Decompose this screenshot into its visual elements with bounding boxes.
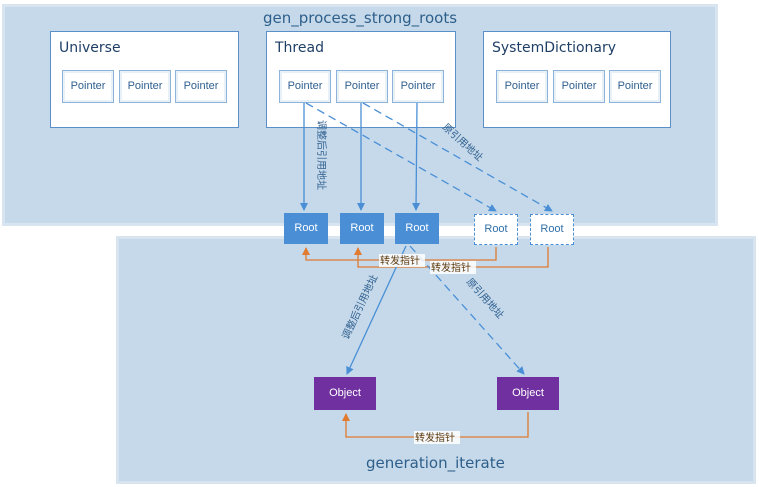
arrow-root3-object2: [409, 245, 525, 375]
system-dictionary-panel: SystemDictionary Pointer Pointer Pointer: [483, 31, 671, 128]
arrow-root3-object1: [346, 245, 407, 375]
system-dictionary-title: SystemDictionary: [492, 40, 617, 56]
arrow-pointer3-root3: [412, 102, 421, 211]
system-dictionary-pointer-1: Pointer: [496, 70, 548, 103]
system-dictionary-pointer-2: Pointer: [553, 70, 605, 103]
universe-pointer-2: Pointer: [119, 70, 171, 103]
label-original-ref-top: 原引用地址: [440, 121, 486, 164]
thread-panel: Thread Pointer Pointer Pointer: [266, 31, 456, 128]
arrow-pointer2-dashed-root2: [362, 102, 553, 212]
label-forward-pointer-3: 转发指针: [415, 431, 455, 444]
thread-pointer-3: Pointer: [392, 70, 444, 103]
thread-title: Thread: [275, 40, 324, 56]
label-forward-pointer-2: 转发指针: [431, 261, 471, 274]
top-region-label: gen_process_strong_roots: [263, 9, 458, 27]
dashed-root-1: Root: [474, 214, 518, 245]
thread-pointer-1: Pointer: [279, 70, 331, 103]
system-dictionary-pointer-3: Pointer: [609, 70, 661, 103]
arrow-pointer1-dashed-root1: [305, 102, 497, 212]
universe-panel: Universe Pointer Pointer Pointer: [50, 31, 239, 128]
universe-title: Universe: [59, 40, 121, 56]
dashed-root-2: Root: [530, 214, 574, 245]
label-forward-pointer-1: 转发指针: [380, 254, 420, 267]
label-adjusted-ref-bottom: 调整后引用地址: [339, 272, 380, 341]
object-2: Object: [497, 377, 559, 410]
universe-pointer-1: Pointer: [62, 70, 114, 103]
root-2: Root: [340, 213, 384, 244]
thread-pointer-2: Pointer: [336, 70, 388, 103]
bottom-region-label: generation_iterate: [366, 454, 505, 472]
label-adjusted-ref-top: 调整后引用地址: [315, 120, 328, 190]
root-3: Root: [395, 213, 439, 244]
root-1: Root: [284, 213, 328, 244]
object-1: Object: [314, 377, 376, 410]
universe-pointer-3: Pointer: [175, 70, 227, 103]
